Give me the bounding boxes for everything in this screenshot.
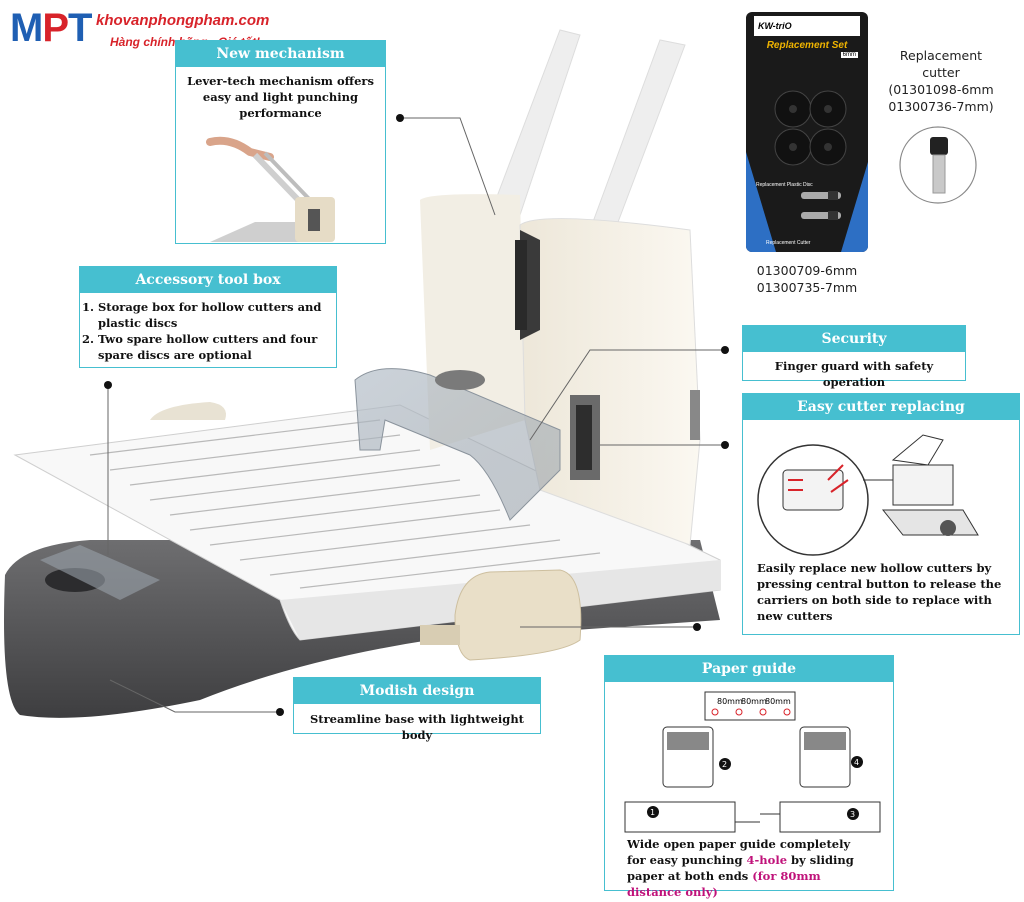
security-title: Security: [743, 326, 965, 352]
brand-logo: MPT: [10, 6, 92, 50]
security-box: Security Finger guard with safety operat…: [742, 325, 966, 389]
cutter-code: 01300736-7mm): [888, 99, 994, 114]
paper-guide-diagram: 80mm 80mm 80mm 1 2 3 4: [624, 691, 881, 833]
callout-dot-security: [721, 346, 729, 354]
paper-guide-title: Paper guide: [605, 656, 893, 682]
paper-guide-box: Paper guide 80mm 80mm 80mm 1 2 3 4 Wide …: [604, 655, 894, 899]
callout-dot-accessory: [104, 381, 112, 389]
cutter-label: Replacement Cutter: [766, 240, 811, 246]
callout-dot-paper-guide: [693, 623, 701, 631]
callout-dot-cutter: [721, 441, 729, 449]
cutter-label-line: Replacement: [899, 48, 983, 63]
easy-cutter-box: Easy cutter replacing Easily replace new…: [742, 393, 1020, 635]
package-contents: [746, 90, 868, 252]
step-number: 4: [854, 758, 859, 767]
accessory-item: Storage box for hollow cutters and plast…: [98, 299, 330, 331]
modish-text: Streamline base with lightweight body: [309, 712, 524, 742]
cutter-label-line: cutter: [922, 65, 960, 80]
modish-title: Modish design: [294, 678, 540, 704]
easy-cutter-text: Easily replace new hollow cutters by pre…: [757, 561, 1002, 623]
replacement-cutter-label: Replacement cutter (01301098-6mm 0130073…: [876, 47, 1006, 115]
paper-guide-text: Wide open paper guide completely for eas…: [627, 837, 854, 899]
lever-demo-image: [206, 136, 335, 242]
set-code: 01300709-6mm: [756, 263, 858, 278]
new-mechanism-title: New mechanism: [176, 41, 385, 67]
replacement-cutter-image: [899, 126, 977, 204]
package-brand: KW-triO: [754, 16, 860, 36]
distance-label: 80mm: [765, 697, 791, 706]
accessory-title: Accessory tool box: [80, 267, 336, 293]
cutter-code: (01301098-6mm: [888, 82, 994, 97]
step-number: 1: [650, 808, 655, 817]
modish-box: Modish design Streamline base with light…: [293, 677, 541, 742]
accessory-list: Storage box for hollow cutters and plast…: [80, 293, 336, 369]
easy-cutter-title: Easy cutter replacing: [743, 394, 1019, 420]
step-number: 2: [722, 760, 727, 769]
set-code: 01300735-7mm: [756, 280, 858, 295]
highlight-4-hole: 4-hole: [746, 853, 788, 867]
security-text: Finger guard with safety operation: [774, 359, 934, 389]
callout-dot-mechanism: [396, 114, 404, 122]
disc-label: Replacement Plastic Disc: [756, 182, 813, 188]
package-size: 6mm: [840, 52, 858, 58]
replacement-set-package: KW-triO Replacement Set 6mm Replacement …: [746, 12, 868, 252]
replacement-set-codes: 01300709-6mm 01300735-7mm: [740, 262, 874, 296]
new-mechanism-box: New mechanism Lever-tech mechanism offer…: [175, 40, 386, 244]
step-number: 3: [850, 810, 855, 819]
distance-label: 80mm: [741, 697, 767, 706]
callout-dot-modish: [276, 708, 284, 716]
brand-site-name: khovanphongpham.com: [96, 12, 270, 29]
package-title: Replacement Set: [766, 40, 848, 51]
cutter-replace-diagram: [757, 434, 979, 556]
accessory-item: Two spare hollow cutters and four spare …: [98, 331, 330, 363]
distance-label: 80mm: [717, 697, 743, 706]
new-mechanism-text: Lever-tech mechanism offers easy and lig…: [187, 74, 374, 120]
accessory-box: Accessory tool box Storage box for hollo…: [79, 266, 337, 368]
